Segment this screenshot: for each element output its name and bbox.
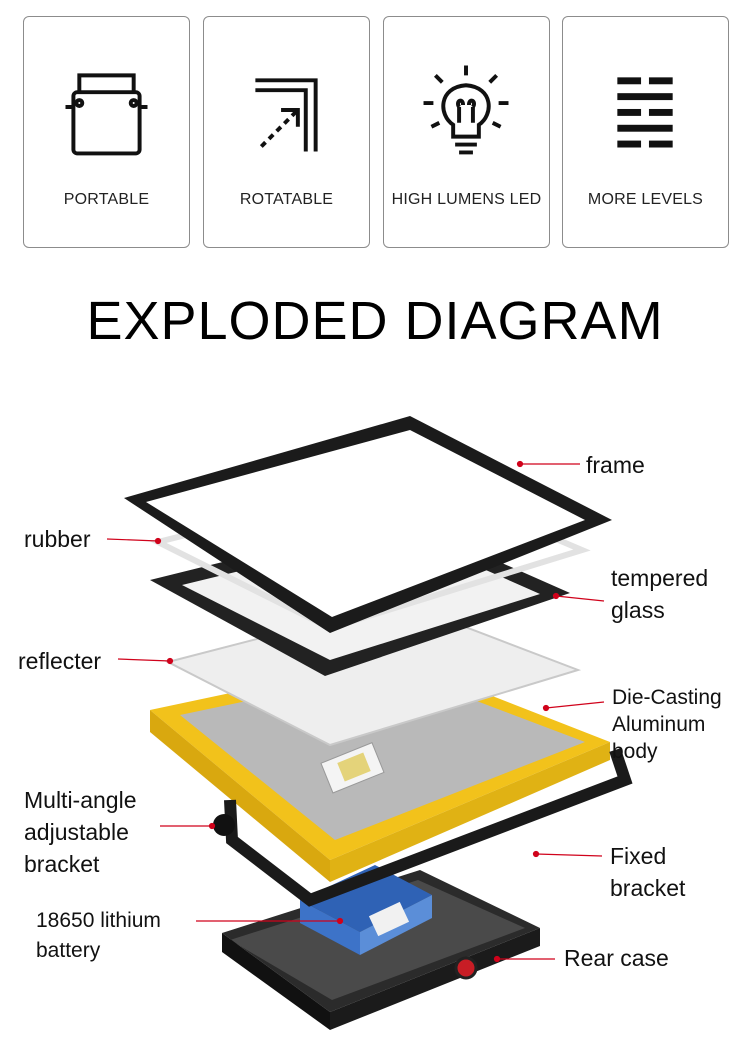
callout-reflecter: reflecter	[18, 648, 102, 674]
portable-icon	[65, 73, 148, 156]
exploded-diagram: frame rubber tempered glass reflecter Di…	[0, 380, 750, 1053]
callout-battery-line2: battery	[36, 939, 101, 962]
bracket-knob	[213, 814, 235, 836]
page-title: EXPLODED DIAGRAM	[86, 291, 664, 351]
callout-frame: frame	[586, 452, 645, 478]
feature-label: HIGH LUMENS LED	[391, 191, 542, 208]
callout-fixed-bracket-line2: bracket	[610, 875, 686, 901]
callout-tempered-glass-line2: glass	[611, 597, 665, 623]
callout-multi-angle-line2: adjustable	[24, 819, 129, 845]
callout-multi-angle-line3: bracket	[24, 851, 100, 877]
feature-card-rotatable: ROTATABLE	[203, 16, 370, 248]
rotate-icon	[255, 78, 318, 152]
callout-die-casting-line1: Die-Casting	[612, 686, 722, 709]
frame-shape	[124, 416, 612, 633]
feature-label: ROTATABLE	[239, 191, 334, 208]
feature-card-high-lumens: HIGH LUMENS LED	[383, 16, 550, 248]
bulb-icon	[423, 65, 509, 155]
feature-label: PORTABLE	[63, 191, 150, 208]
callout-fixed-bracket-line1: Fixed	[610, 843, 667, 869]
diagram-illustration	[106, 416, 633, 1030]
feature-label: MORE LEVELS	[587, 191, 704, 208]
battery-shape	[300, 865, 432, 955]
callout-die-casting-line2: Aluminum	[612, 713, 706, 736]
leader-lines	[106, 460, 605, 963]
callout-tempered-glass-line1: tempered	[611, 565, 709, 591]
callout-multi-angle-line1: Multi-angle	[24, 787, 137, 813]
callout-battery-line1: 18650 lithium	[36, 909, 161, 932]
feature-card-portable: PORTABLE	[23, 16, 190, 248]
levels-icon	[617, 77, 673, 148]
callout-rubber: rubber	[24, 526, 91, 552]
feature-card-more-levels: MORE LEVELS	[562, 16, 729, 248]
feature-row: PORTABLE ROTATABLE HIGH LUMENS LED	[0, 0, 750, 265]
callout-rear-case: Rear case	[564, 945, 669, 971]
callout-die-casting-line3: body	[612, 740, 658, 763]
